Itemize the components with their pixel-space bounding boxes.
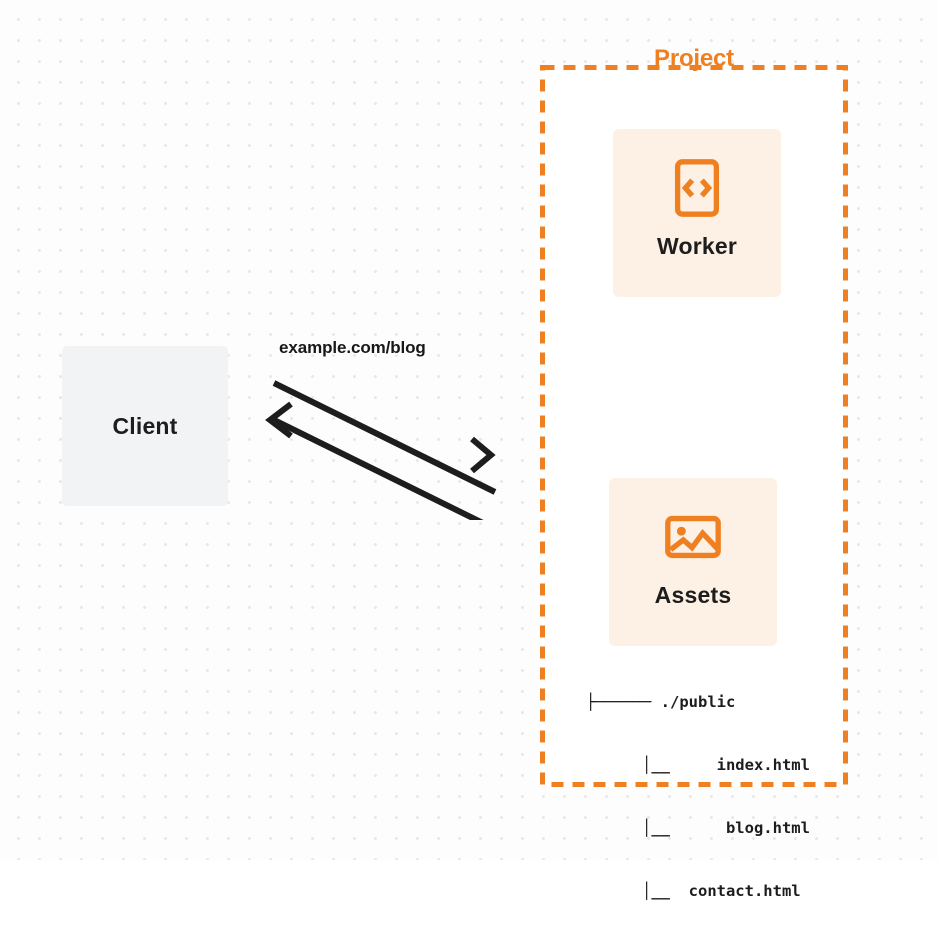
assets-file-tree: ├────── ./public │__ index.html │__ blog… bbox=[586, 650, 810, 944]
file-tree-row: │__ index.html bbox=[586, 756, 810, 774]
connection-label: example.com/blog bbox=[279, 338, 426, 357]
image-picture-icon bbox=[665, 515, 721, 559]
client-node[interactable]: Client bbox=[62, 346, 228, 506]
assets-node-label: Assets bbox=[654, 582, 732, 608]
client-node-label: Client bbox=[112, 412, 178, 439]
file-tree-row: │__ blog.html bbox=[586, 819, 810, 837]
diagram-canvas: Client example.com/blog Project Worker bbox=[0, 0, 938, 900]
code-brackets-icon bbox=[674, 159, 720, 217]
file-tree-row: │__ contact.html bbox=[586, 882, 801, 900]
worker-node[interactable]: Worker bbox=[613, 129, 781, 297]
worker-node-label: Worker bbox=[656, 233, 738, 259]
arrow-right-icon bbox=[272, 380, 497, 495]
file-tree-row: ├────── ./public bbox=[586, 693, 736, 711]
assets-node[interactable]: Assets bbox=[609, 478, 777, 646]
connection-arrows bbox=[265, 380, 497, 520]
project-dashed-border bbox=[540, 65, 848, 787]
project-title: Project bbox=[654, 45, 734, 72]
arrow-left-icon bbox=[265, 401, 484, 520]
